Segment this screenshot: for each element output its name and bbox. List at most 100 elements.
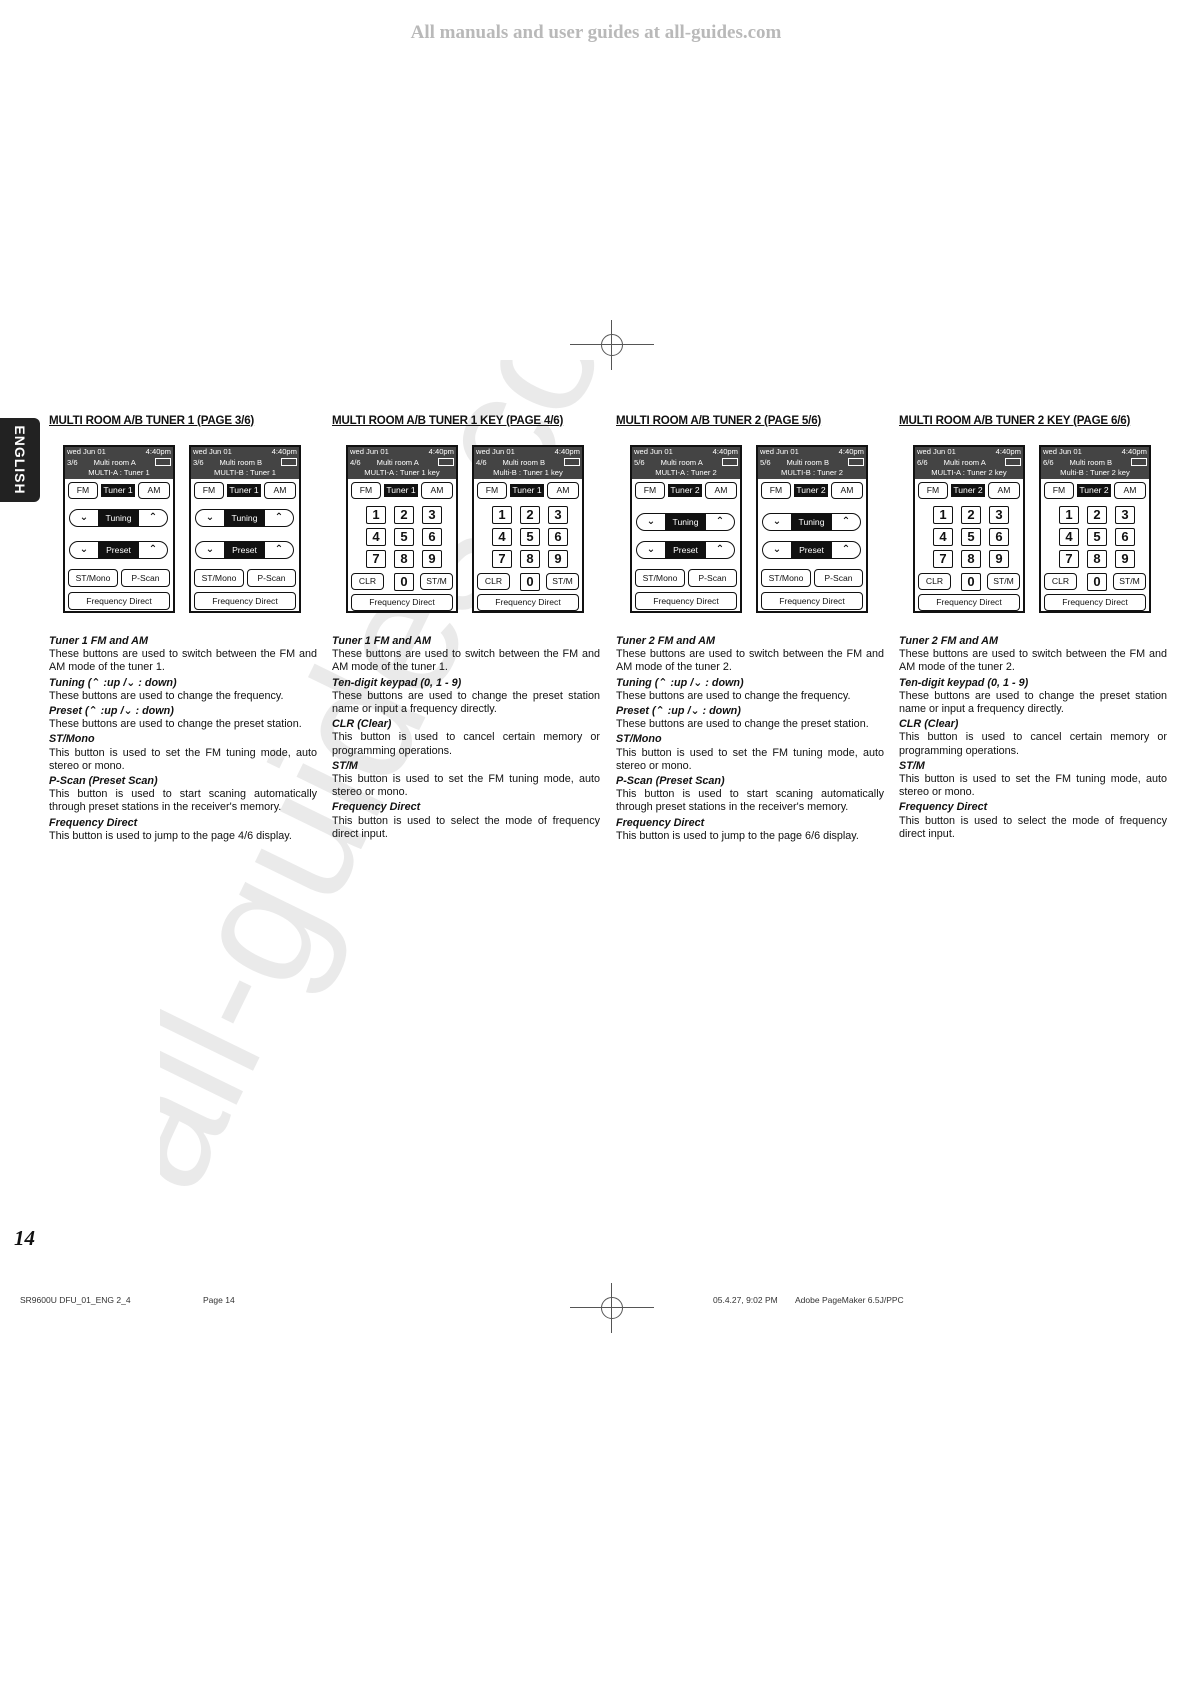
chevron-up-icon[interactable]: ⌃	[841, 515, 851, 527]
chevron-down-icon[interactable]: ⌄	[79, 511, 89, 523]
st-mono-button[interactable]: ST/Mono	[194, 568, 244, 587]
digit-key-8[interactable]: 8	[961, 549, 981, 568]
digit-key-5[interactable]: 5	[520, 527, 540, 546]
frequency-direct-button[interactable]: Frequency Direct	[68, 591, 170, 610]
digit-key-1[interactable]: 1	[933, 505, 953, 524]
frequency-direct-button[interactable]: Frequency Direct	[1044, 593, 1146, 611]
fm-button[interactable]: FM	[1044, 481, 1074, 499]
digit-key-7[interactable]: 7	[933, 549, 953, 568]
digit-key-6[interactable]: 6	[548, 527, 568, 546]
p-scan-button[interactable]: P-Scan	[688, 568, 737, 587]
digit-key-7[interactable]: 7	[366, 549, 386, 568]
am-button[interactable]: AM	[1114, 481, 1146, 499]
st-m-button[interactable]: ST/M	[987, 572, 1020, 590]
digit-key-5[interactable]: 5	[961, 527, 981, 546]
digit-key-4[interactable]: 4	[933, 527, 953, 546]
digit-key-2[interactable]: 2	[520, 505, 540, 524]
digit-key-9[interactable]: 9	[989, 549, 1009, 568]
digit-key-9[interactable]: 9	[1115, 549, 1135, 568]
chevron-up-icon[interactable]: ⌃	[148, 543, 158, 555]
st-mono-button[interactable]: ST/Mono	[761, 568, 811, 587]
frequency-direct-button[interactable]: Frequency Direct	[918, 593, 1020, 611]
fm-button[interactable]: FM	[635, 481, 665, 499]
fm-button[interactable]: FM	[477, 481, 507, 499]
p-scan-button[interactable]: P-Scan	[247, 568, 296, 587]
digit-key-0[interactable]: 0	[394, 572, 414, 591]
clr-button[interactable]: CLR	[918, 572, 951, 590]
digit-key-6[interactable]: 6	[422, 527, 442, 546]
clr-button[interactable]: CLR	[351, 572, 384, 590]
am-button[interactable]: AM	[988, 481, 1020, 499]
st-m-button[interactable]: ST/M	[420, 572, 453, 590]
chevron-down-icon[interactable]: ⌄	[205, 543, 215, 555]
p-scan-button[interactable]: P-Scan	[814, 568, 863, 587]
chevron-up-icon[interactable]: ⌃	[148, 511, 158, 523]
fm-button[interactable]: FM	[68, 481, 98, 499]
frequency-direct-button[interactable]: Frequency Direct	[194, 591, 296, 610]
digit-key-8[interactable]: 8	[394, 549, 414, 568]
chevron-down-icon[interactable]: ⌄	[205, 511, 215, 523]
screen-time: 4:40pm	[995, 447, 1021, 456]
am-button[interactable]: AM	[264, 481, 296, 499]
chevron-down-icon[interactable]: ⌄	[646, 543, 656, 555]
digit-key-3[interactable]: 3	[989, 505, 1009, 524]
digit-key-9[interactable]: 9	[548, 549, 568, 568]
digit-key-1[interactable]: 1	[1059, 505, 1079, 524]
am-button[interactable]: AM	[421, 481, 453, 499]
clr-button[interactable]: CLR	[477, 572, 510, 590]
item-desc: This button is used to set the FM tuning…	[899, 773, 1167, 799]
frequency-direct-button[interactable]: Frequency Direct	[761, 591, 863, 610]
fm-button[interactable]: FM	[761, 481, 791, 499]
digit-key-6[interactable]: 6	[1115, 527, 1135, 546]
digit-key-0[interactable]: 0	[1087, 572, 1107, 591]
digit-key-3[interactable]: 3	[422, 505, 442, 524]
frequency-direct-button[interactable]: Frequency Direct	[351, 593, 453, 611]
digit-key-9[interactable]: 9	[422, 549, 442, 568]
digit-key-3[interactable]: 3	[1115, 505, 1135, 524]
st-mono-button[interactable]: ST/Mono	[68, 568, 118, 587]
digit-key-6[interactable]: 6	[989, 527, 1009, 546]
digit-key-5[interactable]: 5	[1087, 527, 1107, 546]
fm-button[interactable]: FM	[918, 481, 948, 499]
am-button[interactable]: AM	[547, 481, 579, 499]
digit-key-0[interactable]: 0	[961, 572, 981, 591]
chevron-down-icon[interactable]: ⌄	[646, 515, 656, 527]
digit-key-7[interactable]: 7	[1059, 549, 1079, 568]
st-m-button[interactable]: ST/M	[546, 572, 579, 590]
digit-key-8[interactable]: 8	[520, 549, 540, 568]
digit-key-1[interactable]: 1	[366, 505, 386, 524]
st-mono-button[interactable]: ST/Mono	[635, 568, 685, 587]
digit-key-7[interactable]: 7	[492, 549, 512, 568]
clr-button[interactable]: CLR	[1044, 572, 1077, 590]
fm-button[interactable]: FM	[351, 481, 381, 499]
digit-key-1[interactable]: 1	[492, 505, 512, 524]
am-button[interactable]: AM	[705, 481, 737, 499]
chevron-down-icon[interactable]: ⌄	[772, 515, 782, 527]
digit-key-4[interactable]: 4	[492, 527, 512, 546]
chevron-up-icon[interactable]: ⌃	[274, 511, 284, 523]
p-scan-button[interactable]: P-Scan	[121, 568, 170, 587]
am-button[interactable]: AM	[831, 481, 863, 499]
chevron-up-icon[interactable]: ⌃	[715, 543, 725, 555]
digit-key-5[interactable]: 5	[394, 527, 414, 546]
screen-room: Multi room B	[219, 457, 263, 467]
am-button[interactable]: AM	[138, 481, 170, 499]
st-m-button[interactable]: ST/M	[1113, 572, 1146, 590]
digit-key-2[interactable]: 2	[961, 505, 981, 524]
digit-key-3[interactable]: 3	[548, 505, 568, 524]
frequency-direct-button[interactable]: Frequency Direct	[635, 591, 737, 610]
chevron-down-icon[interactable]: ⌄	[79, 543, 89, 555]
fm-button[interactable]: FM	[194, 481, 224, 499]
digit-key-8[interactable]: 8	[1087, 549, 1107, 568]
digit-key-2[interactable]: 2	[1087, 505, 1107, 524]
digit-key-4[interactable]: 4	[1059, 527, 1079, 546]
chevron-down-icon[interactable]: ⌄	[772, 543, 782, 555]
frequency-direct-button[interactable]: Frequency Direct	[477, 593, 579, 611]
chevron-up-icon[interactable]: ⌃	[715, 515, 725, 527]
digit-key-2[interactable]: 2	[394, 505, 414, 524]
chevron-up-icon[interactable]: ⌃	[274, 543, 284, 555]
digit-key-4[interactable]: 4	[366, 527, 386, 546]
digit-key-0[interactable]: 0	[520, 572, 540, 591]
footer-app: Adobe PageMaker 6.5J/PPC	[795, 1295, 904, 1305]
chevron-up-icon[interactable]: ⌃	[841, 543, 851, 555]
